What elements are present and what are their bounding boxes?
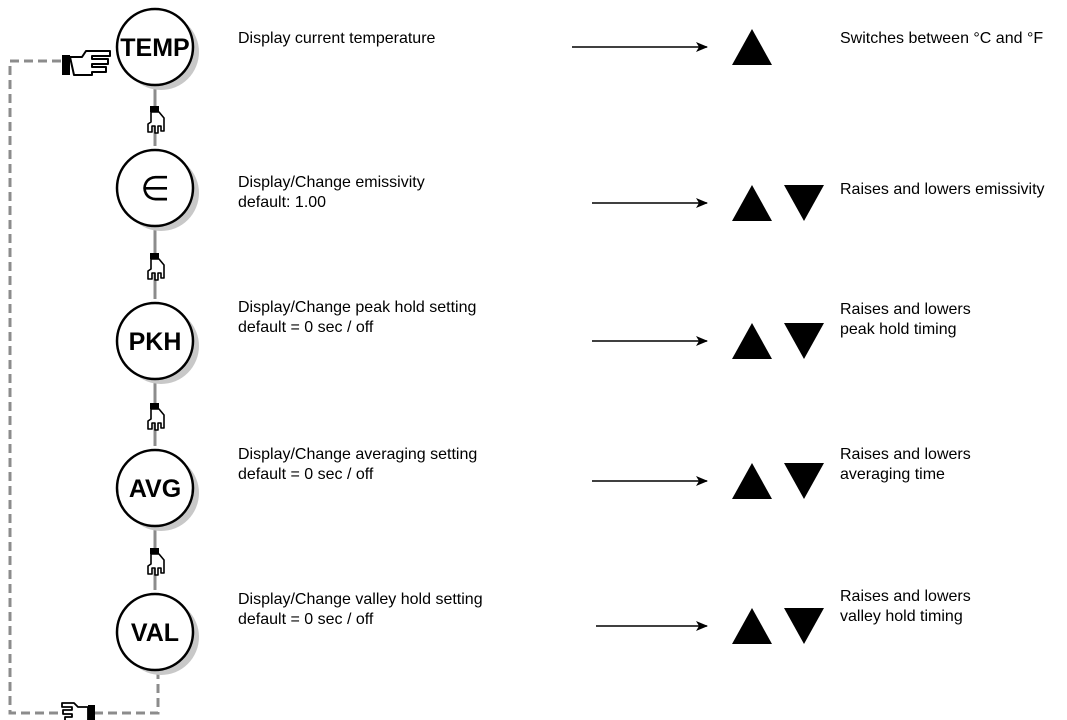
step-result: Raises and lowers emissivity xyxy=(840,180,1045,200)
up-triangle-icon[interactable] xyxy=(732,29,772,65)
button-circle[interactable] xyxy=(115,301,195,381)
description-line: default = 0 sec / off xyxy=(238,466,374,483)
button-label: ∈ xyxy=(140,169,170,209)
up-triangle-icon[interactable] xyxy=(732,185,772,221)
result-line: Raises and lowers xyxy=(840,446,971,463)
button-circle[interactable] xyxy=(115,448,195,528)
loop-top-segment xyxy=(8,59,61,715)
step-result: Raises and lowers peak hold timing xyxy=(840,300,971,340)
button-label: VAL xyxy=(131,619,179,647)
description-line: default: 1.00 xyxy=(238,194,327,211)
pointing-hand-icon xyxy=(147,253,165,281)
pointing-hand-icon xyxy=(61,702,95,720)
button-circle[interactable] xyxy=(115,148,195,228)
result-line: Raises and lowers xyxy=(840,301,971,318)
step-result: Switches between °C and °F xyxy=(840,29,1043,49)
result-line: Raises and lowers xyxy=(840,588,971,605)
return-loop xyxy=(8,59,160,715)
result-line: peak hold timing xyxy=(840,321,957,338)
mode-button-1[interactable]: ∈ xyxy=(115,148,199,231)
mode-buttons: TEMP ∈ PKH AVG VAL xyxy=(115,7,199,675)
button-label: TEMP xyxy=(120,34,189,62)
result-arrows xyxy=(572,42,708,631)
result-line: Raises and lowers emissivity xyxy=(840,181,1045,198)
step-result: Raises and lowers averaging time xyxy=(840,445,971,485)
step-description: Display/Change peak hold setting default … xyxy=(238,298,476,338)
step-result: Raises and lowers valley hold timing xyxy=(840,587,971,627)
loop-bottom-segment xyxy=(94,660,160,715)
result-line: averaging time xyxy=(840,466,945,483)
pointing-hand-icon xyxy=(147,403,165,431)
connectors xyxy=(147,89,165,590)
mode-button-4[interactable]: VAL xyxy=(115,592,199,675)
step-description: Display current temperature xyxy=(238,29,435,49)
pointing-hand-icon xyxy=(62,50,111,76)
up-triangle-icon[interactable] xyxy=(732,608,772,644)
description-line: Display/Change valley hold setting xyxy=(238,591,483,608)
description-line: Display current temperature xyxy=(238,30,436,47)
mode-button-0[interactable]: TEMP xyxy=(115,7,199,90)
mode-button-3[interactable]: AVG xyxy=(115,448,199,531)
button-circle[interactable] xyxy=(115,7,195,87)
description-line: Display/Change averaging setting xyxy=(238,446,478,463)
button-label: AVG xyxy=(129,475,181,503)
pointing-hand-icon xyxy=(147,548,165,576)
step-description: Display/Change averaging setting default … xyxy=(238,445,477,485)
result-line: Switches between °C and °F xyxy=(840,30,1044,47)
down-triangle-icon[interactable] xyxy=(784,323,824,359)
up-triangle-icon[interactable] xyxy=(732,463,772,499)
step-description: Display/Change emissivity default: 1.00 xyxy=(238,173,425,213)
down-triangle-icon[interactable] xyxy=(784,463,824,499)
description-line: default = 0 sec / off xyxy=(238,319,374,336)
description-line: Display/Change peak hold setting xyxy=(238,299,477,316)
result-line: valley hold timing xyxy=(840,608,963,625)
pointing-hand-icon xyxy=(147,106,165,134)
down-triangle-icon[interactable] xyxy=(784,608,824,644)
description-line: Display/Change emissivity xyxy=(238,174,425,191)
down-triangle-icon[interactable] xyxy=(784,185,824,221)
mode-button-2[interactable]: PKH xyxy=(115,301,199,384)
description-line: default = 0 sec / off xyxy=(238,611,374,628)
button-circle[interactable] xyxy=(115,592,195,672)
key-triangles xyxy=(732,29,824,644)
up-triangle-icon[interactable] xyxy=(732,323,772,359)
step-description: Display/Change valley hold setting defaul… xyxy=(238,590,483,630)
button-label: PKH xyxy=(129,328,182,356)
